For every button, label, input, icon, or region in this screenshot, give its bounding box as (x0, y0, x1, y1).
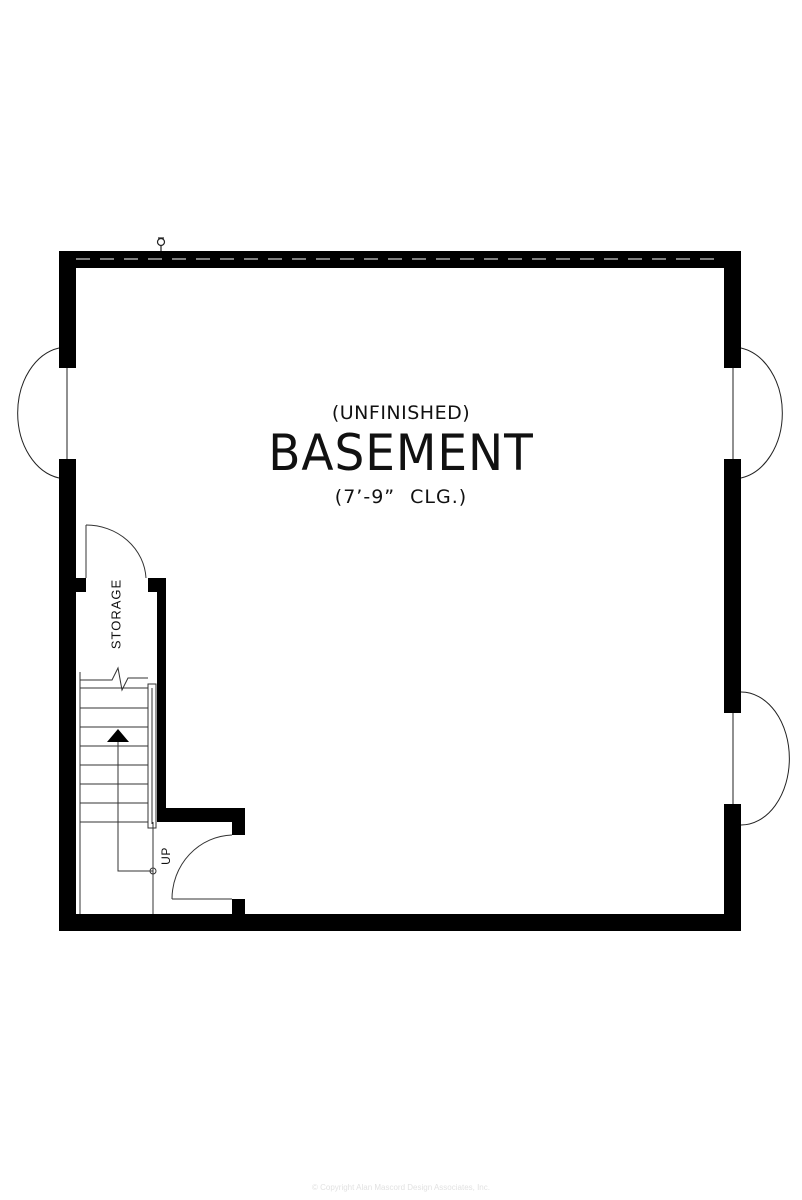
wall-left-upper (59, 251, 76, 368)
copyright-notice: © Copyright Alan Mascord Design Associat… (312, 1183, 490, 1192)
storage-label: STORAGE (108, 578, 124, 650)
window-right-upper-arc (740, 347, 783, 479)
triangle-up-icon (107, 729, 129, 742)
room-name: BASEMENT (268, 424, 534, 482)
stair-up-label: UP (159, 847, 173, 865)
hose-bib-icon (156, 237, 166, 251)
bay-windows (17, 347, 790, 826)
wall-left-lower (59, 459, 76, 931)
window-right-lower-arc (740, 691, 790, 826)
stair-handrail (147, 683, 157, 829)
stair-break-line (80, 666, 148, 692)
exterior-walls (59, 251, 741, 931)
room-note: (UNFINISHED) (331, 402, 471, 424)
storage-door (85, 524, 147, 579)
wall-right-lower (724, 804, 741, 931)
landing-jamb-bottom (232, 899, 245, 914)
stair-travel-line (117, 740, 153, 872)
landing-wall-top (157, 808, 245, 822)
storage-jamb-left (76, 578, 86, 592)
landing-door-swing (171, 834, 233, 900)
landing-jamb-top (232, 808, 245, 835)
window-left-arc (17, 347, 60, 479)
stair-wall-right (157, 578, 166, 808)
interior-walls (76, 578, 245, 914)
wall-right-upper (724, 251, 741, 368)
stair (79, 666, 157, 914)
ceiling-height: (7’-9” CLG.) (334, 486, 468, 508)
storage-door-swing (85, 524, 147, 579)
wall-bottom (59, 914, 741, 931)
wall-right-middle (724, 459, 741, 713)
landing-door (171, 834, 233, 900)
